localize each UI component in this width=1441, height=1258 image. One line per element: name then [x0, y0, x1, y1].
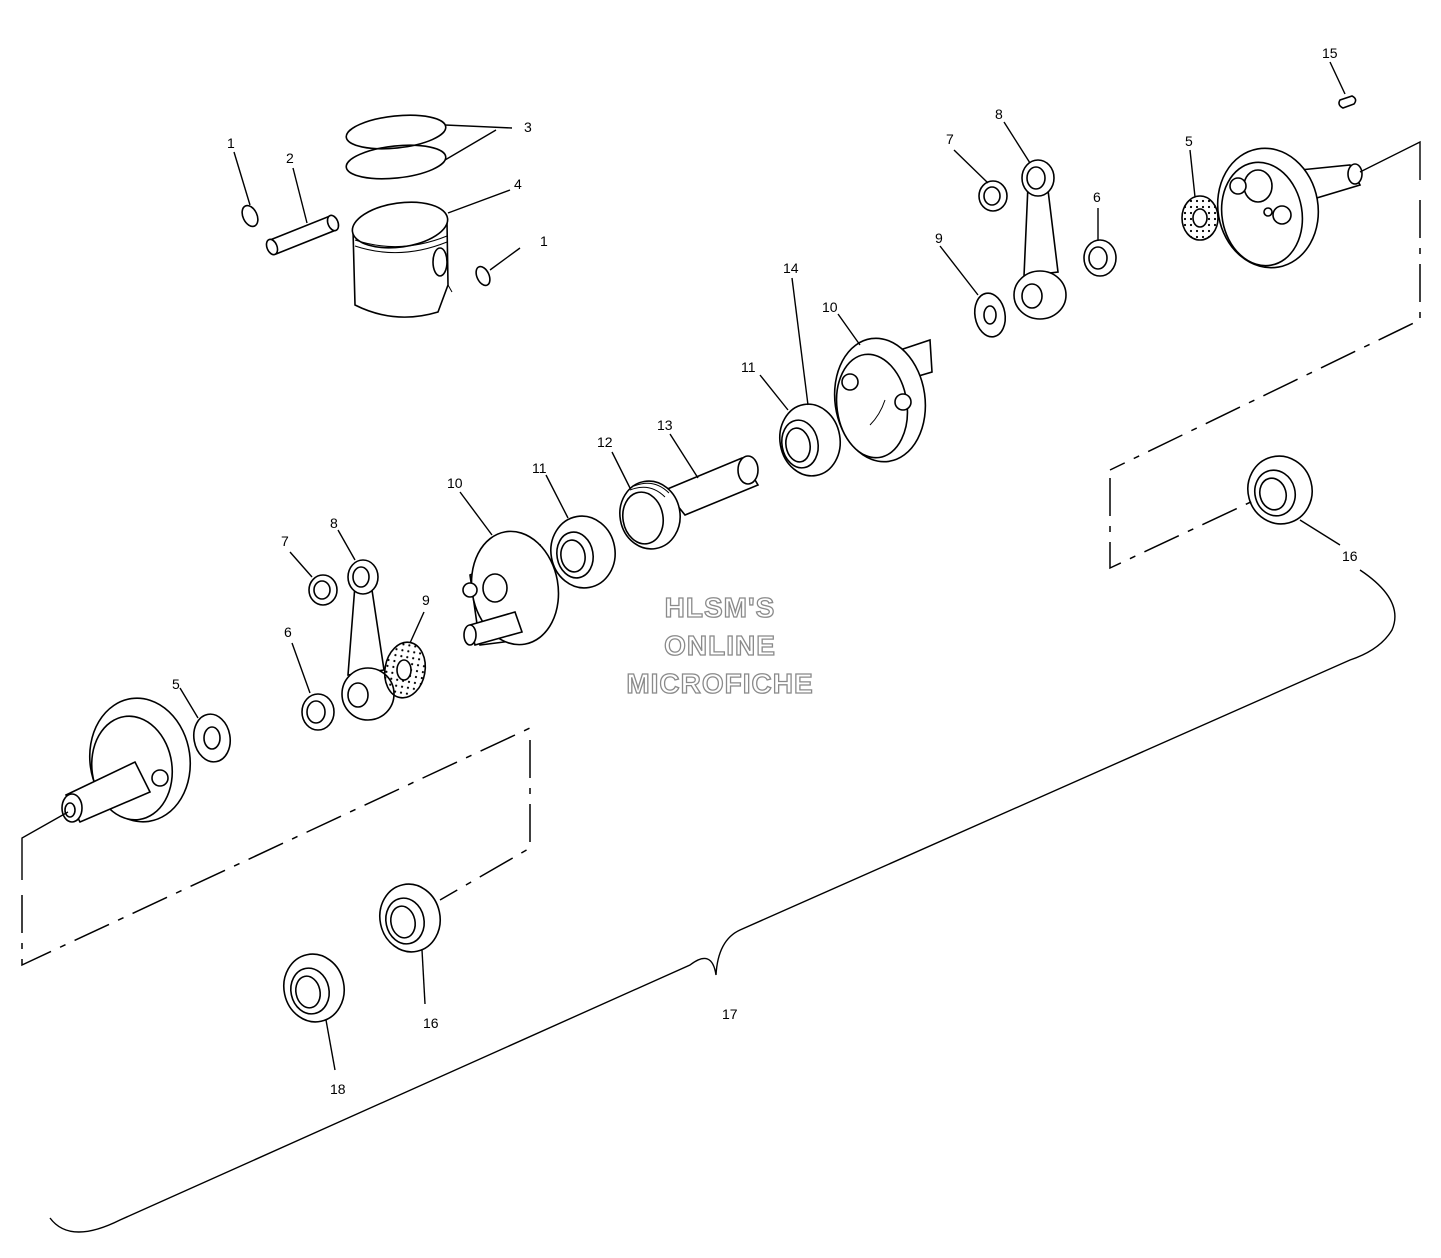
crank-half-right — [1216, 147, 1363, 269]
piston-pin-clip-left — [241, 204, 259, 228]
callout-13: 13 — [657, 417, 673, 433]
callout-8: 8 — [330, 515, 338, 531]
callout-2: 2 — [286, 150, 294, 166]
crank-wheel-center-left — [462, 530, 560, 646]
callout-11: 11 — [741, 359, 756, 375]
piston — [351, 201, 453, 318]
callout-9: 9 — [935, 230, 943, 246]
thrust-washer-left — [383, 641, 427, 699]
watermark: HLSM'S ONLINE MICROFICHE — [626, 591, 814, 699]
needle-bearing-small-right — [978, 180, 1008, 212]
connecting-rod-right — [1013, 159, 1067, 320]
callout-3: 3 — [524, 119, 532, 135]
piston-pin-clip-right — [475, 265, 491, 287]
needle-bearing-large-right — [1083, 239, 1117, 277]
callout-17: 17 — [722, 1006, 738, 1022]
callout-15: 15 — [1322, 45, 1338, 61]
watermark-line-1: HLSM'S — [665, 592, 776, 623]
callout-8: 8 — [995, 106, 1003, 122]
thrust-washer-plain-right — [973, 292, 1007, 338]
labyrinth-seal — [619, 480, 681, 550]
callout-7: 7 — [281, 533, 289, 549]
ball-bearing-center-right — [779, 403, 841, 477]
piston-rings — [345, 114, 447, 180]
center-shaft — [663, 455, 760, 516]
needle-bearing-large-left — [301, 693, 335, 731]
assembly-dashed-lines — [21, 140, 1421, 967]
callout-labels: 1 2 3 4 1 7 8 6 9 5 15 10 11 14 13 12 11… — [172, 45, 1358, 1097]
callout-1: 1 — [227, 135, 235, 151]
thrust-washer-right — [1181, 195, 1219, 241]
callout-5: 5 — [1185, 133, 1193, 149]
watermark-line-2: ONLINE — [664, 630, 776, 661]
connecting-rod-left — [341, 559, 395, 721]
ball-bearing-left-loose — [379, 883, 441, 953]
callout-11: 11 — [532, 460, 547, 476]
callout-7: 7 — [946, 131, 954, 147]
callout-10: 10 — [822, 299, 838, 315]
watermark-line-3: MICROFICHE — [626, 668, 813, 699]
callout-9: 9 — [422, 592, 430, 608]
assembly-brace — [49, 569, 1396, 1233]
leader-lines — [179, 61, 1346, 1071]
crank-half-left — [61, 697, 192, 824]
callout-14: 14 — [783, 260, 799, 276]
callout-16: 16 — [1342, 548, 1358, 564]
callout-12: 12 — [597, 434, 613, 450]
ball-bearing-center-left — [550, 515, 616, 589]
needle-bearing-small-left — [308, 574, 338, 606]
callout-6: 6 — [284, 624, 292, 640]
callout-6: 6 — [1093, 189, 1101, 205]
woodruff-key — [1338, 95, 1357, 109]
ball-bearing-right-loose — [1247, 455, 1313, 525]
crank-wheel-center-right — [833, 337, 933, 463]
callout-10: 10 — [447, 475, 463, 491]
callout-4: 4 — [514, 176, 522, 192]
callout-16: 16 — [423, 1015, 439, 1031]
piston-pin — [265, 214, 340, 256]
callout-18: 18 — [330, 1081, 346, 1097]
thrust-washer-plain-left — [192, 713, 232, 763]
callout-5: 5 — [172, 676, 180, 692]
ball-bearing-18 — [283, 953, 345, 1023]
callout-1: 1 — [540, 233, 548, 249]
